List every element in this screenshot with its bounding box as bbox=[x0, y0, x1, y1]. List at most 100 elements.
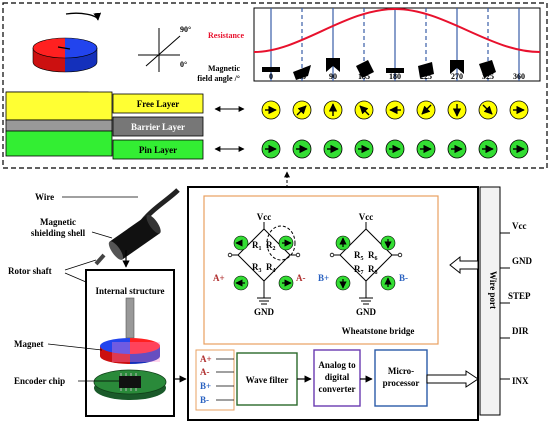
r5-label: R5 bbox=[354, 250, 364, 262]
marker-135 bbox=[356, 60, 374, 78]
resistance-label: Resistance bbox=[208, 31, 244, 40]
r2-label: R2 bbox=[266, 240, 276, 252]
shaft-stub bbox=[94, 253, 106, 266]
shielding-shell bbox=[108, 214, 161, 260]
magnet-red-half bbox=[33, 38, 65, 58]
input-a-minus: A- bbox=[200, 367, 210, 377]
wire-port-label: Wire port bbox=[488, 271, 498, 309]
r3-label: R3 bbox=[252, 262, 262, 274]
resistance-curve bbox=[253, 7, 541, 53]
rotor-shaft-label: Rotor shaft bbox=[8, 266, 52, 276]
barrier-layer-tag bbox=[112, 116, 204, 137]
free-layer-tag bbox=[112, 93, 204, 114]
microprocessor-box bbox=[374, 349, 428, 407]
angle-tick-0: 0 bbox=[269, 72, 273, 81]
pin-dir: DIR bbox=[512, 326, 529, 336]
free-layer-label: Free Layer bbox=[137, 99, 180, 109]
marker-90 bbox=[326, 58, 340, 72]
marker-180 bbox=[386, 68, 404, 73]
marker-270 bbox=[450, 60, 464, 74]
angle-axes: 90° 0° bbox=[138, 25, 191, 72]
marker-225 bbox=[418, 62, 434, 78]
pin-vcc: Vcc bbox=[512, 221, 527, 231]
zoom-highlight-ellipse bbox=[266, 225, 296, 261]
b-minus-label: B- bbox=[399, 273, 408, 283]
micro-port-arrow bbox=[426, 370, 479, 388]
free-layer-discs bbox=[261, 100, 529, 120]
shielding-label-line1: Magnetic bbox=[40, 217, 76, 227]
wave-filter-label: Wave filter bbox=[246, 375, 289, 385]
angle-tick-325: 325 bbox=[482, 72, 494, 81]
mtj-layer-stack: Free Layer Barrier Layer Pin Layer bbox=[5, 91, 245, 160]
marker-0 bbox=[262, 67, 280, 72]
angle-tick-90: 90 bbox=[329, 72, 337, 81]
a-minus-label: A- bbox=[296, 273, 306, 283]
angle-tick-360: 360 bbox=[513, 72, 525, 81]
r4-label: R4 bbox=[266, 262, 276, 274]
adc-label-line2: digital bbox=[325, 372, 350, 382]
shielding-label-line2: shielding shell bbox=[31, 228, 86, 238]
wire-label: Wire bbox=[35, 192, 54, 202]
marker-325 bbox=[479, 60, 496, 78]
magnet-label: Magnet bbox=[14, 339, 44, 349]
rotor-shaft bbox=[125, 297, 135, 339]
free-layer-block bbox=[5, 91, 113, 121]
wheatstone-bridge-frame bbox=[203, 195, 439, 345]
adc-label-line1: Analog to bbox=[318, 360, 356, 370]
r1-label: R1 bbox=[252, 240, 262, 252]
internal-structure-label: Internal structure bbox=[95, 286, 164, 296]
marker-45 bbox=[293, 65, 311, 80]
field-angle-label-line1: Magnetic bbox=[208, 64, 240, 73]
vcc-left-label: Vcc bbox=[257, 212, 272, 222]
r7-label: R7 bbox=[354, 264, 364, 276]
input-a-plus: A+ bbox=[200, 354, 212, 364]
pin-layer-label: Pin Layer bbox=[139, 145, 177, 155]
direction-markers bbox=[262, 58, 496, 80]
pin-layer-tag bbox=[112, 139, 204, 160]
signal-chain: A+ A- B+ B- Wave filter Analog to digita… bbox=[195, 349, 428, 411]
b-plus-label: B+ bbox=[318, 273, 329, 283]
angle-tick-180: 180 bbox=[389, 72, 401, 81]
signal-input-bracket bbox=[195, 349, 235, 411]
angle-gridlines bbox=[270, 8, 520, 81]
magnet-blue-half bbox=[65, 38, 97, 58]
input-b-minus: B- bbox=[200, 395, 209, 405]
barrier-layer-block bbox=[5, 119, 113, 132]
axis-label-90: 90° bbox=[180, 25, 191, 34]
a-plus-label: A+ bbox=[213, 273, 225, 283]
encoder-chip bbox=[93, 369, 167, 400]
magnet bbox=[100, 338, 160, 364]
adc-label-line3: converter bbox=[319, 384, 356, 394]
encoder-assembly: Wire Magnetic shielding shell Rotor shaf… bbox=[8, 188, 187, 417]
wave-filter-box bbox=[236, 352, 298, 406]
bridge-port-arrow bbox=[449, 255, 479, 275]
pin-inx: INX bbox=[512, 376, 529, 386]
bridge-right: Vcc GND B+ B- R5 R6 R7 R8 bbox=[318, 212, 408, 317]
wheatstone-bridge-title: Wheatstone bridge bbox=[342, 326, 415, 336]
barrier-layer-label: Barrier Layer bbox=[131, 122, 185, 132]
vcc-right-label: Vcc bbox=[359, 212, 374, 222]
pin-step: STEP bbox=[508, 291, 531, 301]
micro-label-line2: processor bbox=[383, 378, 420, 388]
resistance-chart: Resistance Magnetic field angle /° 0 45 … bbox=[197, 7, 541, 83]
pin-gnd: GND bbox=[512, 256, 533, 266]
wire-port-bar bbox=[479, 186, 501, 416]
pin-layer-discs bbox=[261, 139, 529, 159]
top-panel-frame bbox=[2, 2, 548, 169]
angle-tick-225: 225 bbox=[420, 72, 432, 81]
gnd-left-label: GND bbox=[254, 307, 275, 317]
gnd-right-label: GND bbox=[356, 307, 377, 317]
wire-port: Wire port Vcc GND STEP DIR INX bbox=[479, 186, 533, 416]
r8-label: R8 bbox=[368, 264, 378, 276]
rotating-magnet bbox=[32, 12, 102, 73]
input-b-plus: B+ bbox=[200, 381, 211, 391]
encoder-chip-label: Encoder chip bbox=[14, 376, 65, 386]
micro-label-line1: Micro- bbox=[388, 366, 414, 376]
bridge-left: Vcc GND A+ A- R1 R2 R3 R4 bbox=[213, 212, 306, 317]
port-arrows bbox=[426, 255, 479, 388]
r6-label: R6 bbox=[368, 250, 378, 262]
field-angle-label-line2: field angle /° bbox=[197, 74, 240, 83]
adc-box bbox=[313, 349, 361, 407]
angle-tick-270: 270 bbox=[451, 72, 463, 81]
